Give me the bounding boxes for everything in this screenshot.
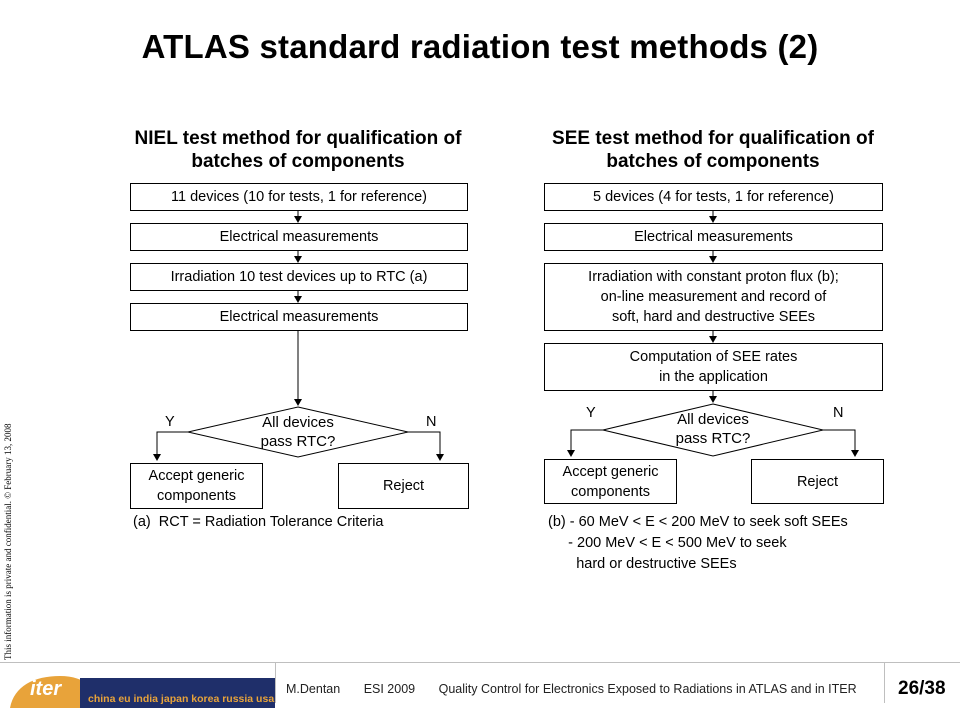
niel-heading-line1: NIEL test method for qualification of — [134, 128, 462, 149]
see-step3-line3: soft, hard and destructive SEEs — [611, 309, 816, 325]
see-step4-line1: Computation of SEE rates — [629, 349, 798, 365]
see-decision-text: All devices pass RTC? — [653, 410, 773, 448]
niel-step-measure-1: Electrical measurements — [130, 223, 468, 251]
see-yes-arrow — [567, 429, 603, 457]
see-step-devices: 5 devices (4 for tests, 1 for reference) — [544, 183, 883, 211]
see-reject-box: Reject — [751, 459, 884, 504]
slide-title: ATLAS standard radiation test methods (2… — [141, 28, 819, 65]
iter-logo-tagline: china eu india japan korea russia usa — [88, 693, 275, 705]
niel-decision-line2: pass RTC? — [260, 433, 336, 450]
niel-step-measure-2: Electrical measurements — [130, 303, 468, 331]
see-accept-line2: components — [571, 483, 650, 500]
see-step4-line2: in the application — [659, 369, 768, 385]
see-yes-label: Y — [586, 405, 596, 421]
niel-accept-line1: Accept generic — [148, 468, 245, 484]
footer-talk-title: Quality Control for Electronics Exposed … — [438, 682, 857, 696]
niel-accept-box: Accept generic components — [130, 463, 263, 509]
see-step-irradiation: Irradiation with constant proton flux (b… — [544, 263, 883, 331]
niel-no-label: N — [426, 414, 437, 430]
niel-decision-line1: All devices — [262, 414, 334, 431]
see-step-measure: Electrical measurements — [544, 223, 883, 251]
footer-event: ESI 2009 — [363, 682, 416, 696]
see-note-line3: hard or destructive SEEs — [548, 556, 737, 572]
see-heading-line2: batches of components — [606, 151, 820, 172]
see-note-line1: (b) - 60 MeV < E < 200 MeV to seek soft … — [548, 514, 848, 530]
see-heading-line1: SEE test method for qualification of — [552, 128, 874, 149]
niel-yes-label: Y — [165, 414, 175, 430]
niel-decision-diamond — [187, 406, 409, 458]
footer-separator-right — [884, 663, 885, 703]
niel-reject-box: Reject — [338, 463, 469, 509]
niel-heading: NIEL test method for qualification of ba… — [118, 127, 478, 173]
footer-author: M.Dentan — [286, 682, 341, 696]
niel-decision-text: All devices pass RTC? — [238, 413, 358, 451]
see-step3-line2: on-line measurement and record of — [600, 289, 827, 305]
footer-divider — [0, 662, 960, 663]
see-step-computation: Computation of SEE rates in the applicat… — [544, 343, 883, 391]
footer-credits: M.Dentan ESI 2009 Quality Control for El… — [286, 682, 877, 696]
iter-logo-band — [80, 678, 275, 708]
niel-step-devices: 11 devices (10 for tests, 1 for referenc… — [130, 183, 468, 211]
see-note-line2: - 200 MeV < E < 500 MeV to seek — [548, 535, 787, 551]
see-decision-line2: pass RTC? — [675, 430, 751, 447]
footer-separator-left — [275, 663, 276, 703]
iter-logo-word: iter — [30, 678, 62, 700]
see-no-label: N — [833, 405, 844, 421]
niel-footnote: (a) RCT = Radiation Tolerance Criteria — [133, 514, 384, 530]
niel-yes-arrow — [153, 431, 188, 461]
niel-step-irradiation: Irradiation 10 test devices up to RTC (a… — [130, 263, 468, 291]
see-accept-line1: Accept generic — [562, 463, 659, 480]
niel-heading-line2: batches of components — [191, 151, 405, 172]
see-decision-diamond — [602, 403, 824, 457]
see-accept-box: Accept generic components — [544, 459, 677, 504]
see-decision-line1: All devices — [677, 411, 749, 428]
niel-no-arrow — [408, 431, 444, 461]
see-heading: SEE test method for qualification of bat… — [533, 127, 893, 173]
see-no-arrow — [823, 429, 859, 457]
page-number: 26/38 — [898, 678, 946, 699]
see-step3-line1: Irradiation with constant proton flux (b… — [588, 269, 839, 285]
iter-logo — [10, 676, 275, 708]
iter-logo-arc — [10, 676, 102, 708]
see-footnote: (b) - 60 MeV < E < 200 MeV to seek soft … — [548, 512, 848, 575]
niel-accept-line2: components — [157, 488, 236, 504]
